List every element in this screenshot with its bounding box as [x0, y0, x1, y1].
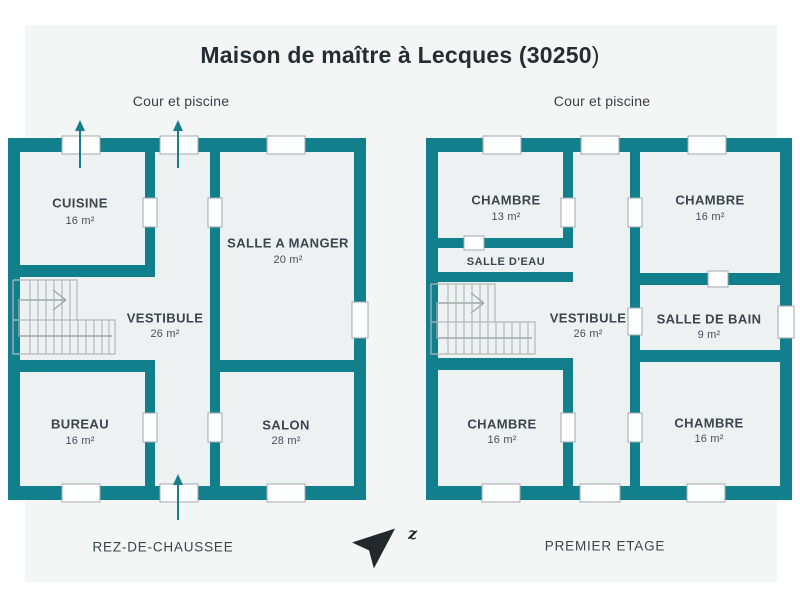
room-area-salon: 28 m²	[271, 435, 301, 447]
page-title-main: Maison de maître à Lecques (30250	[200, 42, 592, 68]
room-label-salon: SALON	[262, 417, 310, 433]
courtyard-label-right: Cour et piscine	[553, 93, 651, 109]
first-floor-area	[426, 138, 792, 500]
first-floor-plan	[426, 135, 795, 503]
room-area-bureau: 16 m²	[65, 435, 95, 447]
room-area-chambre-sw: 16 m²	[487, 434, 517, 446]
room-area-vestibule-first: 26 m²	[573, 328, 603, 340]
room-area-salle-de-bain: 9 m²	[697, 329, 721, 341]
room-label-chambre-sw: CHAMBRE	[467, 416, 537, 432]
floor-caption-first: PREMIER ETAGE	[544, 538, 666, 554]
north-arrow-icon: z	[351, 524, 418, 569]
room-area-chambre-ne: 16 m²	[695, 211, 725, 223]
first-windows	[481, 135, 795, 503]
room-label-chambre-nw: CHAMBRE	[471, 192, 541, 208]
stairs-icon	[430, 283, 536, 355]
courtyard-label-left: Cour et piscine	[132, 93, 230, 109]
room-area-cuisine: 16 m²	[65, 215, 95, 227]
room-label-salle-a-manger: SALLE A MANGER	[227, 235, 349, 251]
floor-caption-ground: REZ-DE-CHAUSSEE	[92, 539, 234, 555]
room-area-salle-a-manger: 20 m²	[273, 254, 303, 266]
room-area-vestibule-ground: 26 m²	[150, 328, 180, 340]
room-label-salle-de-bain: SALLE DE BAIN	[656, 311, 762, 327]
ground-floor-area	[8, 138, 366, 500]
room-label-chambre-se: CHAMBRE	[674, 415, 744, 431]
room-label-vestibule-ground: VESTIBULE	[126, 310, 204, 326]
ground-door-openings	[142, 197, 223, 443]
room-label-vestibule-first: VESTIBULE	[549, 310, 627, 326]
room-label-salle-deau: SALLE D'EAU	[466, 256, 546, 268]
first-door-openings	[463, 197, 729, 443]
page-title: Maison de maître à Lecques (30250)	[0, 42, 800, 69]
room-label-bureau: BUREAU	[50, 416, 110, 432]
room-area-chambre-se: 16 m²	[694, 433, 724, 445]
exit-arrow-icon	[173, 120, 183, 168]
entry-arrow-icon	[173, 474, 183, 520]
room-area-chambre-nw: 13 m²	[491, 211, 521, 223]
room-label-chambre-ne: CHAMBRE	[675, 192, 745, 208]
compass-label: z	[407, 524, 418, 543]
exit-arrow-icon	[75, 120, 85, 168]
stairs-icon	[12, 279, 116, 355]
room-label-cuisine: CUISINE	[52, 195, 108, 211]
page-title-paren: )	[591, 42, 600, 68]
ground-floor-plan	[8, 120, 369, 520]
